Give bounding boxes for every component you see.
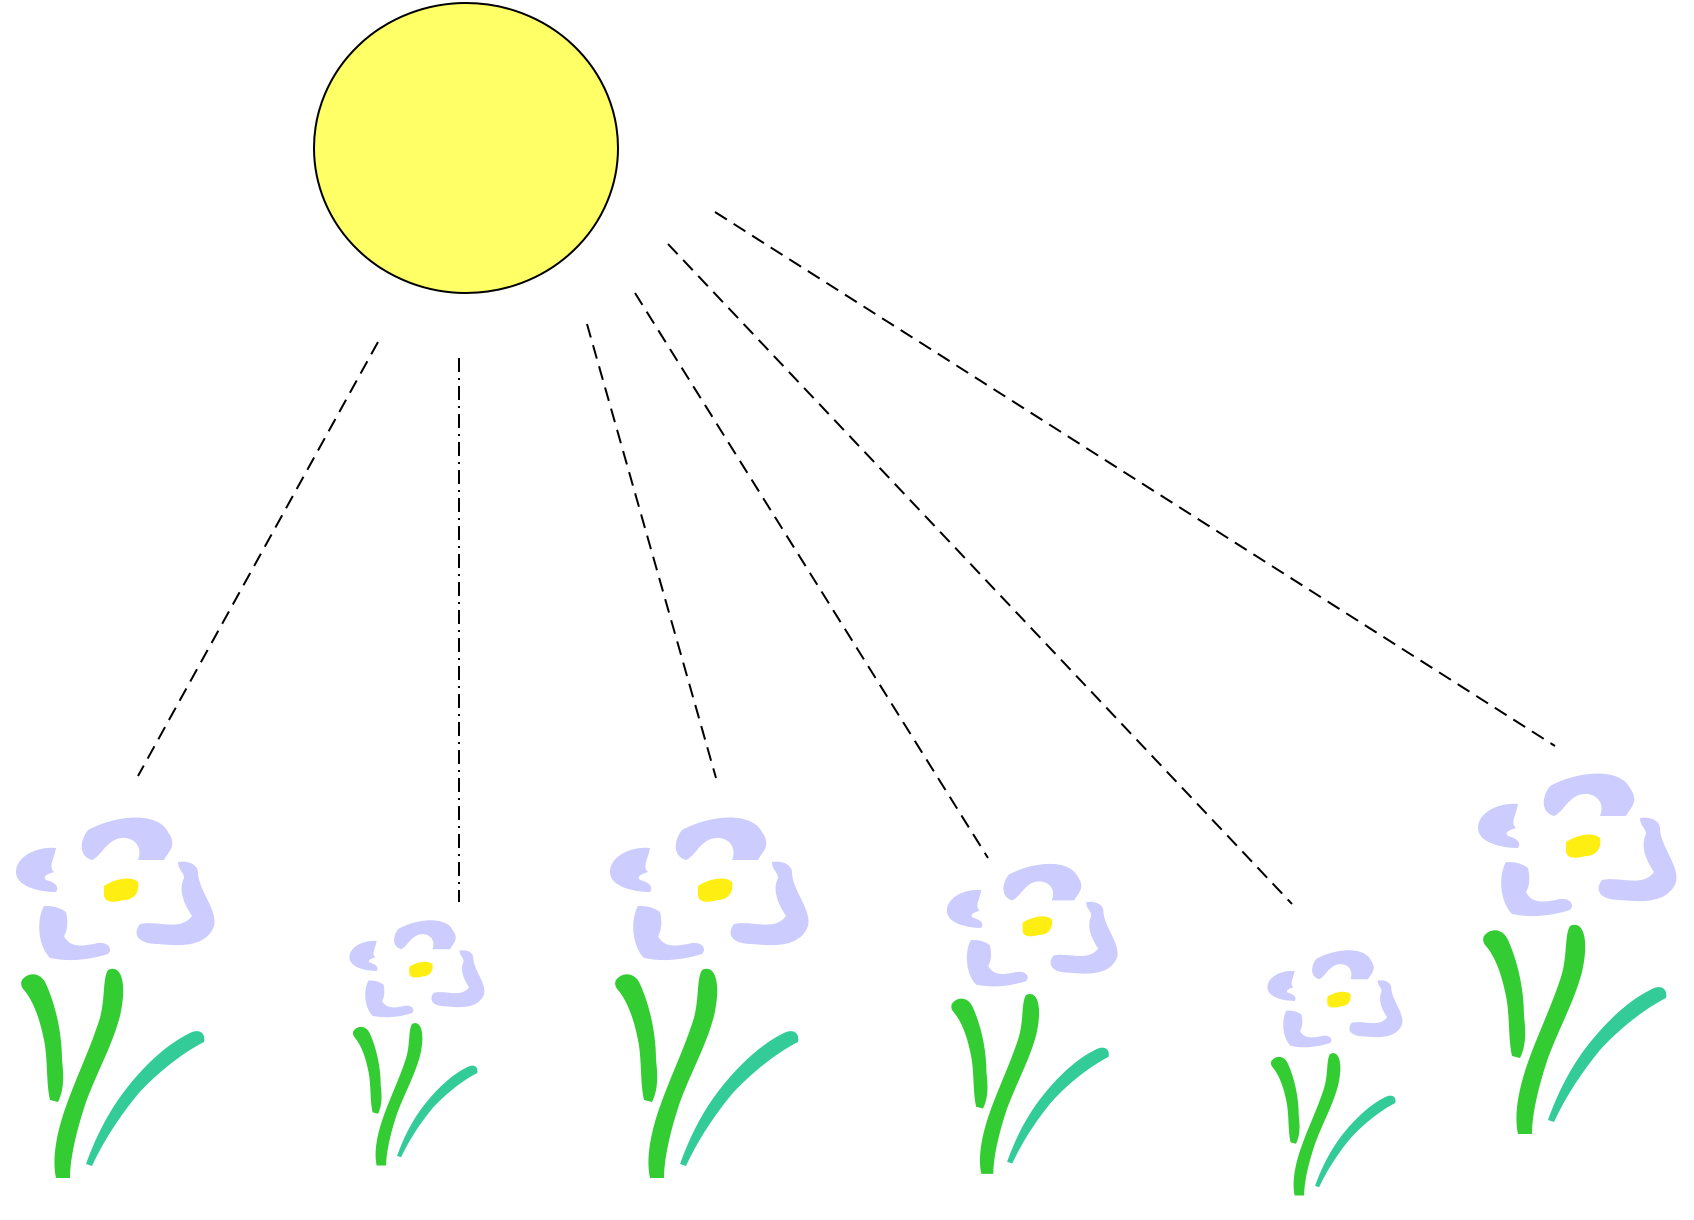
flower-1 <box>16 818 215 1179</box>
sun-icon <box>314 3 618 293</box>
flowers <box>16 774 1677 1196</box>
ray-1 <box>138 342 378 776</box>
flower-6 <box>1478 774 1677 1135</box>
flower-2 <box>349 920 484 1165</box>
ray-4 <box>635 293 988 858</box>
flower-4 <box>947 864 1118 1174</box>
ray-5 <box>668 244 1292 904</box>
ray-6 <box>715 212 1555 746</box>
flower-3 <box>610 818 809 1179</box>
flower-5 <box>1267 950 1402 1195</box>
sun-rays <box>138 212 1555 904</box>
